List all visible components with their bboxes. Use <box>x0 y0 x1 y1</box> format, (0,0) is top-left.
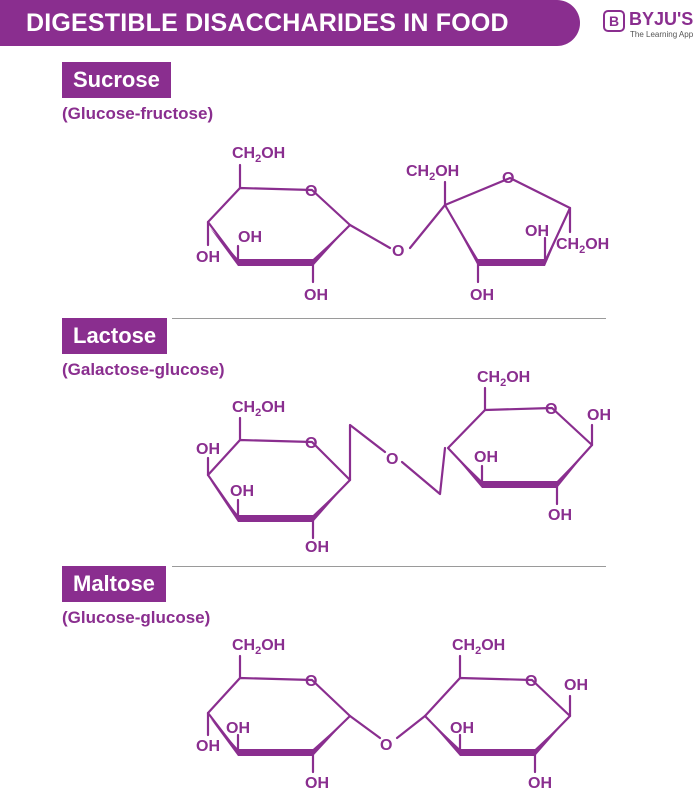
wedge-bond <box>545 208 570 266</box>
byjus-logo: B BYJU'S The Learning App <box>603 9 694 44</box>
atom-label: O <box>305 673 317 690</box>
atom-label: OH <box>474 449 498 466</box>
atom-label: O <box>545 401 557 418</box>
atom-label: OH <box>304 287 328 304</box>
atom-label: O <box>305 183 317 200</box>
wedge-bond <box>482 481 557 488</box>
lactose-label: Lactose <box>62 318 168 354</box>
atom-label: OH <box>587 407 611 424</box>
atom-label: OH <box>305 539 329 556</box>
atom-label: OH <box>564 677 588 694</box>
bond <box>423 676 572 754</box>
atom-label: OH <box>196 441 220 458</box>
wedge-bond <box>425 716 460 756</box>
sucrose-composition: (Glucose-fructose) <box>62 104 214 123</box>
bond <box>408 203 447 250</box>
atom-label: OH <box>528 775 552 792</box>
atom-label: OH <box>450 720 474 737</box>
logo-tagline: The Learning App <box>630 30 694 39</box>
wedge-bond <box>238 259 313 266</box>
wedge-bond <box>238 515 313 522</box>
wedge-bond <box>238 749 313 756</box>
atom-label: CH2OH <box>406 163 459 183</box>
maltose-composition: (Glucose-glucose) <box>62 608 211 627</box>
bond <box>395 714 427 740</box>
atom-label: OH <box>470 287 494 304</box>
wedge-bond <box>210 718 238 756</box>
section-divider <box>172 566 606 567</box>
wedge-bond <box>535 716 570 756</box>
atom-label: CH2OH <box>232 399 285 419</box>
sucrose-label: Sucrose <box>62 62 171 98</box>
wedge-bond <box>210 228 238 266</box>
atom-label: CH2OH <box>556 236 609 256</box>
atom-label: O <box>380 737 392 754</box>
atom-label: CH2OH <box>477 369 530 389</box>
bond <box>400 446 447 496</box>
atom-label: CH2OH <box>452 637 505 657</box>
wedge-bond <box>445 205 478 266</box>
atom-label: OH <box>305 775 329 792</box>
sucrose-structure: CH2OH O OH OH OH O CH2OH O OH CH2OH OH <box>196 145 609 304</box>
atom-label: OH <box>196 738 220 755</box>
atom-label: CH2OH <box>232 145 285 165</box>
wedge-bond <box>448 448 482 488</box>
atom-label: CH2OH <box>232 637 285 657</box>
atom-label: OH <box>525 223 549 240</box>
atom-label: OH <box>238 229 262 246</box>
atom-label: O <box>392 243 404 260</box>
bond <box>348 714 382 740</box>
logo-text: BYJU'S <box>629 9 694 29</box>
section-divider <box>172 318 606 319</box>
atom-label: O <box>305 435 317 452</box>
wedge-bond <box>460 749 535 756</box>
atom-label: OH <box>196 249 220 266</box>
lactose-composition: (Galactose-glucose) <box>62 360 225 379</box>
atom-label: OH <box>226 720 250 737</box>
wedge-bond <box>557 445 592 488</box>
logo-mark-icon: B <box>603 10 625 32</box>
bond <box>348 423 387 482</box>
atom-label: OH <box>548 507 572 524</box>
maltose-label: Maltose <box>62 566 166 602</box>
page-title: DIGESTIBLE DISACCHARIDES IN FOOD <box>26 9 509 37</box>
atom-label: OH <box>230 483 254 500</box>
lactose-structure: CH2OH O OH OH OH O CH2OH O OH OH OH <box>196 369 611 556</box>
bond <box>348 223 392 250</box>
wedge-bond <box>313 480 350 522</box>
wedge-bond <box>313 225 350 266</box>
atom-label: O <box>386 451 398 468</box>
wedge-bond <box>478 259 545 266</box>
atom-label: O <box>525 673 537 690</box>
wedge-bond <box>313 716 350 756</box>
title-banner: DIGESTIBLE DISACCHARIDES IN FOOD <box>0 0 580 46</box>
wedge-bond <box>210 480 238 522</box>
atom-label: O <box>502 170 514 187</box>
